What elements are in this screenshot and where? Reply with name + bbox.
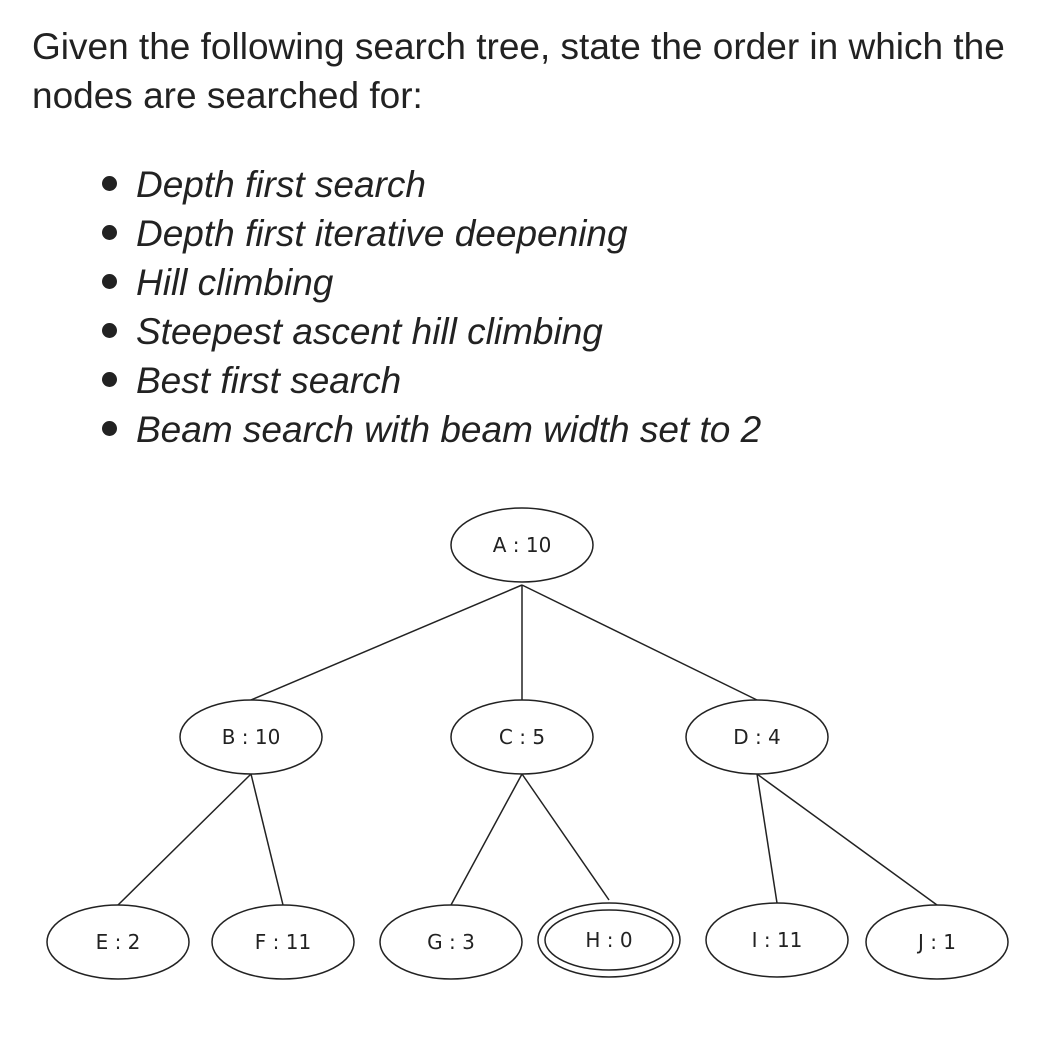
node-label: F : 11 [255,930,311,954]
node-ellipse [705,902,849,978]
edge-c-h [521,773,610,901]
node-i: I : 11 [705,902,849,978]
method-label: Hill climbing [136,262,334,303]
bullet-icon [102,323,117,338]
question-text: Given the following search tree, state t… [32,26,1005,116]
edge-a-d [521,584,758,701]
method-item: Steepest ascent hill climbing [96,307,761,356]
edge-b-e [117,773,252,906]
edge-b-f [250,773,284,906]
method-item: Depth first search [96,160,761,209]
node-ellipse [179,699,323,775]
method-item: Beam search with beam width set to 2 [96,405,761,454]
node-ellipse [450,699,594,775]
node-g: G : 3 [379,904,523,980]
node-label: I : 11 [752,928,803,952]
node-c: C : 5 [450,699,594,775]
node-ellipse [450,507,594,583]
method-label: Steepest ascent hill climbing [136,311,603,352]
node-ellipse [46,904,190,980]
node-label: H : 0 [585,928,632,952]
goal-ring [544,909,674,971]
node-label: D : 4 [733,725,781,749]
node-label: J : 1 [916,930,956,954]
node-e: E : 2 [46,904,190,980]
node-label: C : 5 [499,725,545,749]
tree-edges [117,584,938,906]
method-item: Depth first iterative deepening [96,209,761,258]
node-label: E : 2 [96,930,141,954]
node-h: H : 0 [537,902,681,978]
node-d: D : 4 [685,699,829,775]
edge-c-g [450,773,523,906]
bullet-icon [102,274,117,289]
node-ellipse [379,904,523,980]
method-item: Best first search [96,356,761,405]
node-f: F : 11 [211,904,355,980]
method-item: Hill climbing [96,258,761,307]
edge-a-b [250,584,523,701]
method-label: Beam search with beam width set to 2 [136,409,762,450]
edge-d-j [756,773,938,906]
node-label: A : 10 [493,533,552,557]
method-label: Depth first iterative deepening [136,213,628,254]
node-ellipse [537,902,681,978]
bullet-icon [102,225,117,240]
tree-nodes: A : 10 B : 10 C : 5 D : 4 E : 2 F : 11 G : 3 H … [46,507,1009,980]
node-label: G : 3 [427,930,475,954]
node-ellipse [865,904,1009,980]
method-label: Depth first search [136,164,426,205]
search-tree-diagram: A : 10 B : 10 C : 5 D : 4 E : 2 F : 11 G : 3 H … [46,507,1009,980]
node-b: B : 10 [179,699,323,775]
bullet-icon [102,176,117,191]
edge-d-i [756,773,778,904]
search-methods-list: Depth first search Depth first iterative… [96,160,761,454]
node-a: A : 10 [450,507,594,583]
method-label: Best first search [136,360,402,401]
node-label: B : 10 [222,725,281,749]
bullet-icon [102,372,117,387]
node-ellipse [211,904,355,980]
bullet-icon [102,421,117,436]
node-j: J : 1 [865,904,1009,980]
node-ellipse [685,699,829,775]
